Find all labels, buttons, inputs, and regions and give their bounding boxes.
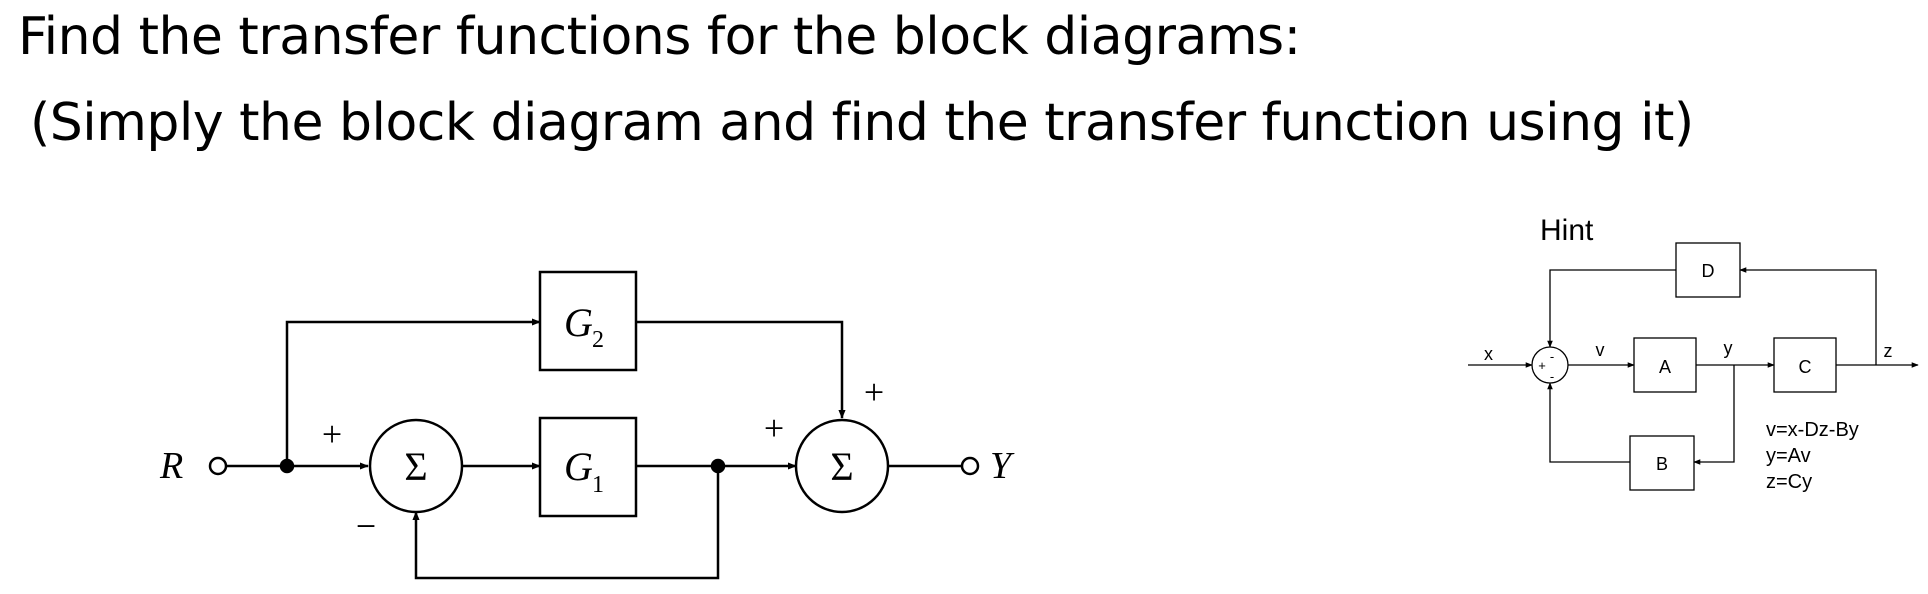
hint-wire-z-to-d: [1739, 267, 1877, 365]
output-terminal: [960, 456, 980, 476]
block-g1-label: G: [564, 444, 593, 489]
hint-signal-y: y: [1724, 338, 1733, 358]
hint-wire-y-to-b: [1693, 365, 1735, 465]
hint-block-b: [1629, 435, 1695, 491]
hint-sum-minus-top: -: [1550, 349, 1554, 364]
sum2-symbol: Σ: [830, 444, 853, 489]
problem-title: Find the transfer functions for the bloc…: [18, 7, 1301, 67]
main-block-diagram: R G 2 Σ + − G 1 Σ + +: [159, 270, 1015, 580]
wire-to-g2: [285, 318, 541, 466]
hint-label: Hint: [1540, 214, 1594, 247]
hint-wire-d-to-sum: [1547, 269, 1676, 348]
hint-sum-plus: +: [1538, 358, 1546, 373]
output-label-y: Y: [990, 445, 1015, 487]
hint-equation-y: y=Av: [1766, 445, 1811, 467]
hint-input-x: x: [1484, 344, 1493, 364]
hint-block-d-label: D: [1702, 261, 1715, 281]
sum1-symbol: Σ: [404, 444, 427, 489]
hint-block-c-label: C: [1799, 357, 1812, 377]
hint-wire-b-to-sum: [1547, 382, 1630, 463]
sum2-plus-left: +: [764, 408, 784, 448]
sum2-plus-top: +: [864, 372, 884, 412]
block-g2-label: G: [564, 300, 593, 345]
wire-g2-to-sum2: [636, 320, 846, 419]
hint-block-diagram: Hint x + - - v A y C z D B: [1468, 214, 1919, 493]
sum1-minus-sign: −: [356, 506, 376, 546]
block-g2-subscript: 2: [592, 327, 604, 353]
input-terminal: [208, 456, 228, 476]
block-g1-subscript: 1: [592, 472, 604, 498]
hint-block-b-label: B: [1656, 454, 1668, 474]
hint-sum-minus-bottom: -: [1550, 369, 1554, 384]
hint-signal-v: v: [1596, 340, 1605, 360]
wire-feedback-to-sum1: [412, 466, 720, 580]
hint-output-z: z: [1884, 341, 1893, 361]
hint-equation-z: z=Cy: [1766, 471, 1812, 493]
hint-equation-v: v=x-Dz-By: [1766, 419, 1859, 441]
sum1-plus-sign: +: [322, 414, 342, 454]
input-label-r: R: [159, 445, 183, 487]
problem-subtitle: (Simply the block diagram and find the t…: [30, 93, 1694, 153]
hint-block-a-label: A: [1659, 357, 1671, 377]
